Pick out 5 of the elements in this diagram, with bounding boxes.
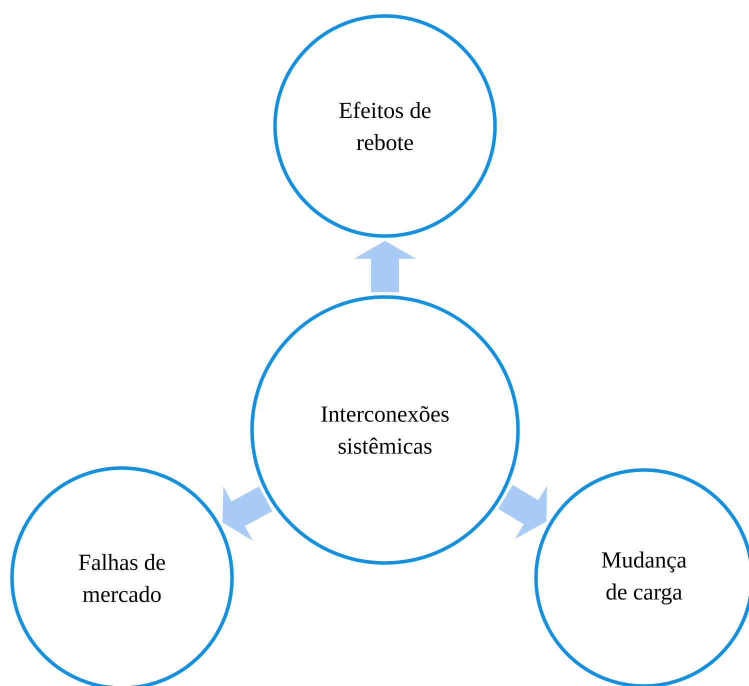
- circle-node: Efeitos de rebote: [273, 14, 497, 238]
- block-arrow: [498, 484, 547, 539]
- block-arrow: [354, 240, 416, 292]
- circle-node: Interconexões sistêmicas: [250, 295, 520, 565]
- block-arrow: [222, 486, 272, 541]
